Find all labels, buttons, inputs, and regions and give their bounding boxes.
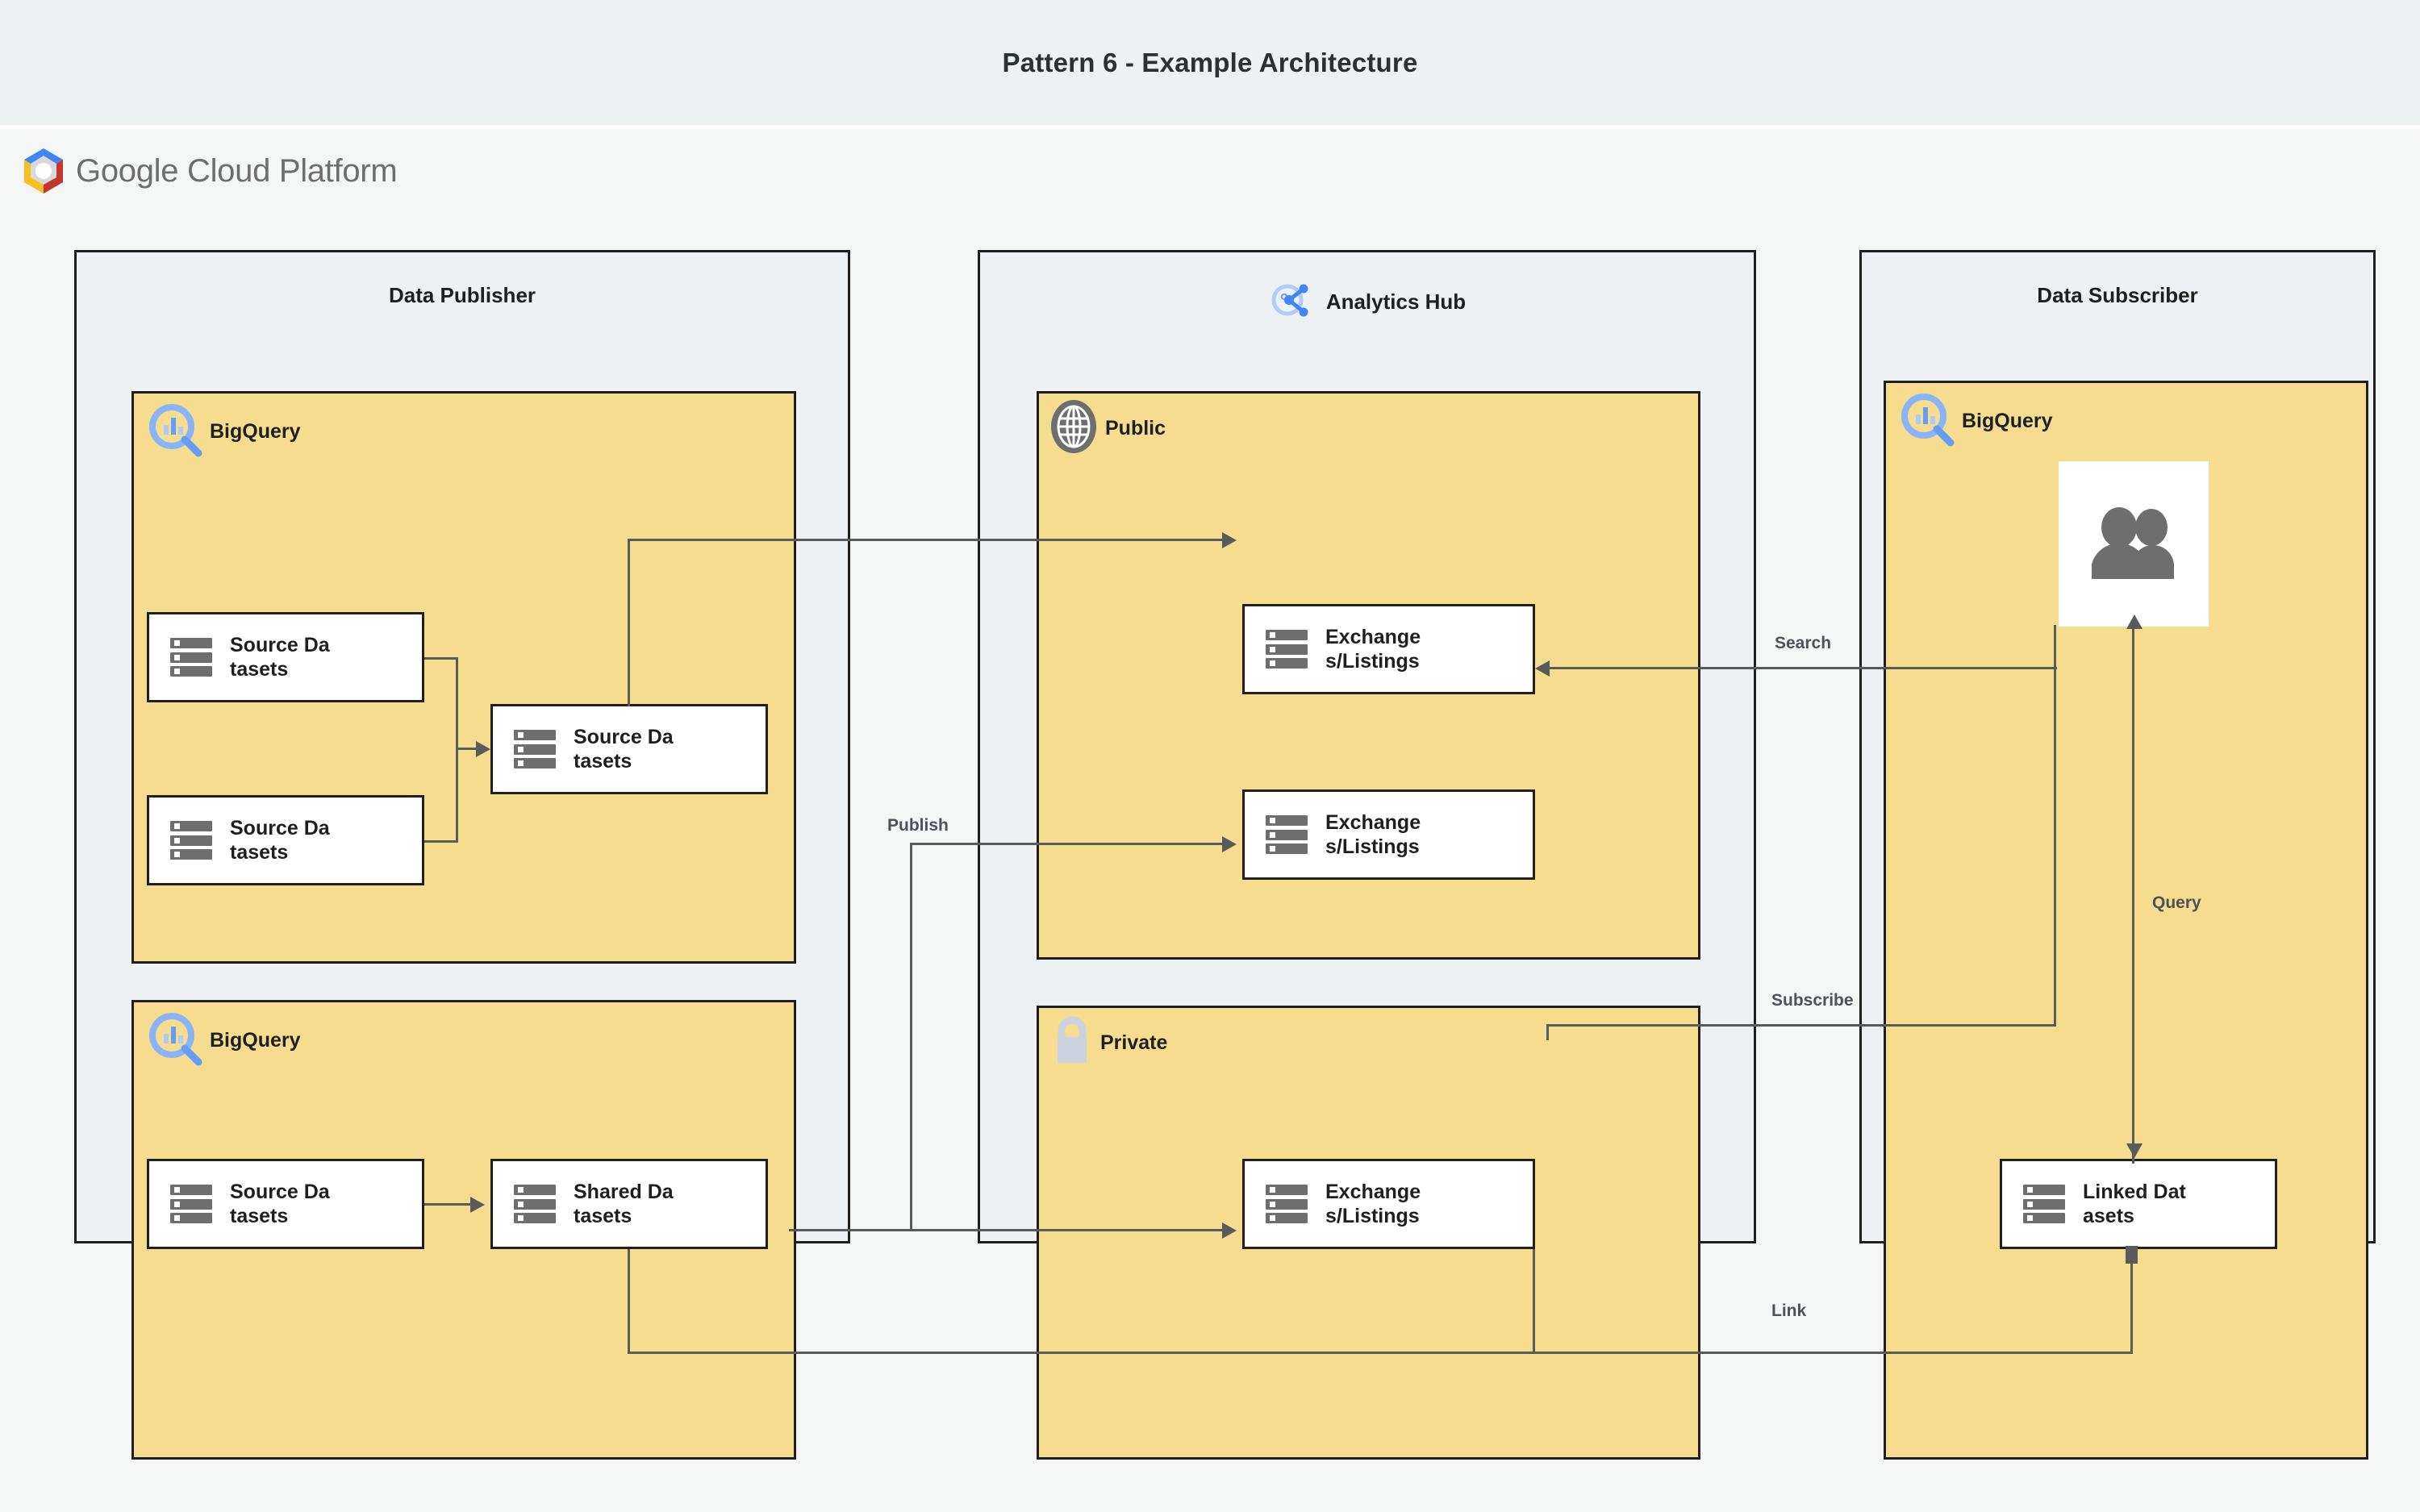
connector-publish-to-exchanges-2	[910, 843, 1225, 845]
node-label: Exchanges/Listings	[1325, 625, 1421, 673]
arrow-query-into-users	[2126, 614, 2143, 629]
dataset-icon	[1266, 815, 1308, 854]
arrow-into-exchanges-2	[1222, 836, 1237, 852]
panel-head-bigquery-bottom: BigQuery	[145, 1009, 301, 1073]
users-icon	[2085, 505, 2182, 583]
connector-link-vertical-hub	[1533, 1249, 1535, 1354]
connector-query-vertical	[2132, 629, 2134, 1164]
arrow-into-exchanges-1	[1222, 532, 1237, 548]
panel-label-private: Private	[1100, 1031, 1168, 1054]
diagram-canvas: Google Cloud Platform Data Publisher	[0, 129, 2420, 1512]
connector-link-horizontal	[628, 1352, 2133, 1354]
bigquery-icon	[1897, 389, 1957, 453]
bigquery-icon	[145, 400, 205, 464]
node-exchanges-listings-3[interactable]: Exchanges/Listings	[1242, 1159, 1535, 1249]
lock-icon	[1049, 1014, 1095, 1072]
connector-publish-up	[628, 539, 630, 706]
node-label: Shared Datasets	[574, 1180, 674, 1228]
node-label: Source Datasets	[230, 1180, 330, 1228]
node-label: Source Datasets	[574, 725, 674, 773]
dataset-icon	[170, 821, 212, 860]
dataset-icon	[514, 1185, 556, 1223]
zone-title-analytics-hub: Analytics Hub	[1325, 289, 1467, 314]
panel-label-bigquery-bottom: BigQuery	[210, 1029, 301, 1052]
zone-title-data-publisher: Data Publisher	[388, 283, 536, 307]
panel-head-bigquery-top: BigQuery	[145, 400, 301, 464]
dataset-icon	[170, 1185, 212, 1223]
connector-merge-vertical	[456, 657, 458, 843]
node-exchanges-listings-2[interactable]: Exchanges/Listings	[1242, 789, 1535, 880]
connector-link-left-riser	[628, 1249, 630, 1354]
panel-head-subscriber-bigquery: BigQuery	[1897, 389, 2053, 453]
dataset-icon	[1266, 1185, 1308, 1223]
node-label: Linked Datasets	[2083, 1180, 2186, 1228]
arrow-query-into-linked	[2126, 1143, 2143, 1158]
edge-label-subscribe: Subscribe	[1771, 991, 1854, 1010]
connector-merge-in	[456, 748, 478, 750]
connector-src1-out	[424, 657, 458, 660]
panel-label-bigquery-top: BigQuery	[210, 420, 301, 443]
connector-shared-to-private-exchange	[789, 1229, 1225, 1231]
arrow-search-into-exchanges-1	[1535, 660, 1550, 677]
node-label: Exchanges/Listings	[1325, 1180, 1421, 1228]
gcp-logo: Google Cloud Platform	[23, 147, 398, 195]
node-source-datasets-4[interactable]: Source Datasets	[147, 1159, 424, 1249]
arrow-into-source-datasets-3	[476, 741, 490, 757]
connector-src4-to-shared	[424, 1203, 473, 1206]
connector-link-stub	[2126, 1246, 2138, 1264]
connector-subscribe-vertical-hub	[1546, 1024, 1549, 1040]
node-subscriber-users[interactable]	[2059, 461, 2209, 627]
arrow-into-shared-datasets	[470, 1197, 485, 1213]
connector-subscribe-horizontal	[1546, 1024, 2056, 1027]
node-exchanges-listings-1[interactable]: Exchanges/Listings	[1242, 604, 1535, 694]
zone-title-data-subscriber: Data Subscriber	[2037, 283, 2198, 307]
connector-search	[1549, 667, 2057, 669]
dataset-icon	[2023, 1185, 2065, 1223]
page-title: Pattern 6 - Example Architecture	[1002, 47, 1418, 77]
arrow-into-exchanges-3	[1222, 1223, 1237, 1239]
globe-icon	[1047, 397, 1100, 460]
edge-label-query: Query	[2152, 893, 2201, 912]
panel-label-subscriber-bigquery: BigQuery	[1962, 410, 2053, 432]
dataset-icon	[514, 730, 556, 768]
node-linked-datasets[interactable]: Linked Datasets	[2000, 1159, 2277, 1249]
gcp-hexagon-icon	[23, 147, 65, 195]
gcp-wordmark: Google Cloud Platform	[76, 152, 398, 189]
edge-label-search: Search	[1775, 634, 1832, 652]
dataset-icon	[170, 638, 212, 677]
edge-label-link: Link	[1771, 1302, 1807, 1320]
edge-label-publish: Publish	[887, 816, 949, 835]
node-shared-datasets[interactable]: Shared Datasets	[490, 1159, 768, 1249]
node-source-datasets-3[interactable]: Source Datasets	[490, 704, 768, 794]
connector-subscribe-vertical-sub	[2054, 625, 2056, 1027]
node-source-datasets-1[interactable]: Source Datasets	[147, 612, 424, 702]
connector-link-vertical-sub	[2130, 1249, 2133, 1354]
node-source-datasets-2[interactable]: Source Datasets	[147, 795, 424, 885]
panel-label-public: Public	[1105, 417, 1166, 439]
node-label: Source Datasets	[230, 816, 330, 864]
title-band: Pattern 6 - Example Architecture	[0, 0, 2420, 125]
dataset-icon	[1266, 630, 1308, 669]
panel-head-private: Private	[1049, 1014, 1167, 1072]
node-label: Source Datasets	[230, 633, 330, 681]
connector-src2-out	[424, 840, 458, 843]
zone-title-analytics-hub-group: Analytics Hub	[980, 277, 1754, 327]
panel-head-public: Public	[1047, 397, 1166, 460]
connector-publish-top	[628, 539, 1225, 541]
bigquery-icon	[145, 1009, 205, 1073]
connector-publish-branch-vertical	[910, 843, 912, 1231]
analytics-hub-icon	[1268, 277, 1315, 327]
node-label: Exchanges/Listings	[1325, 810, 1421, 859]
